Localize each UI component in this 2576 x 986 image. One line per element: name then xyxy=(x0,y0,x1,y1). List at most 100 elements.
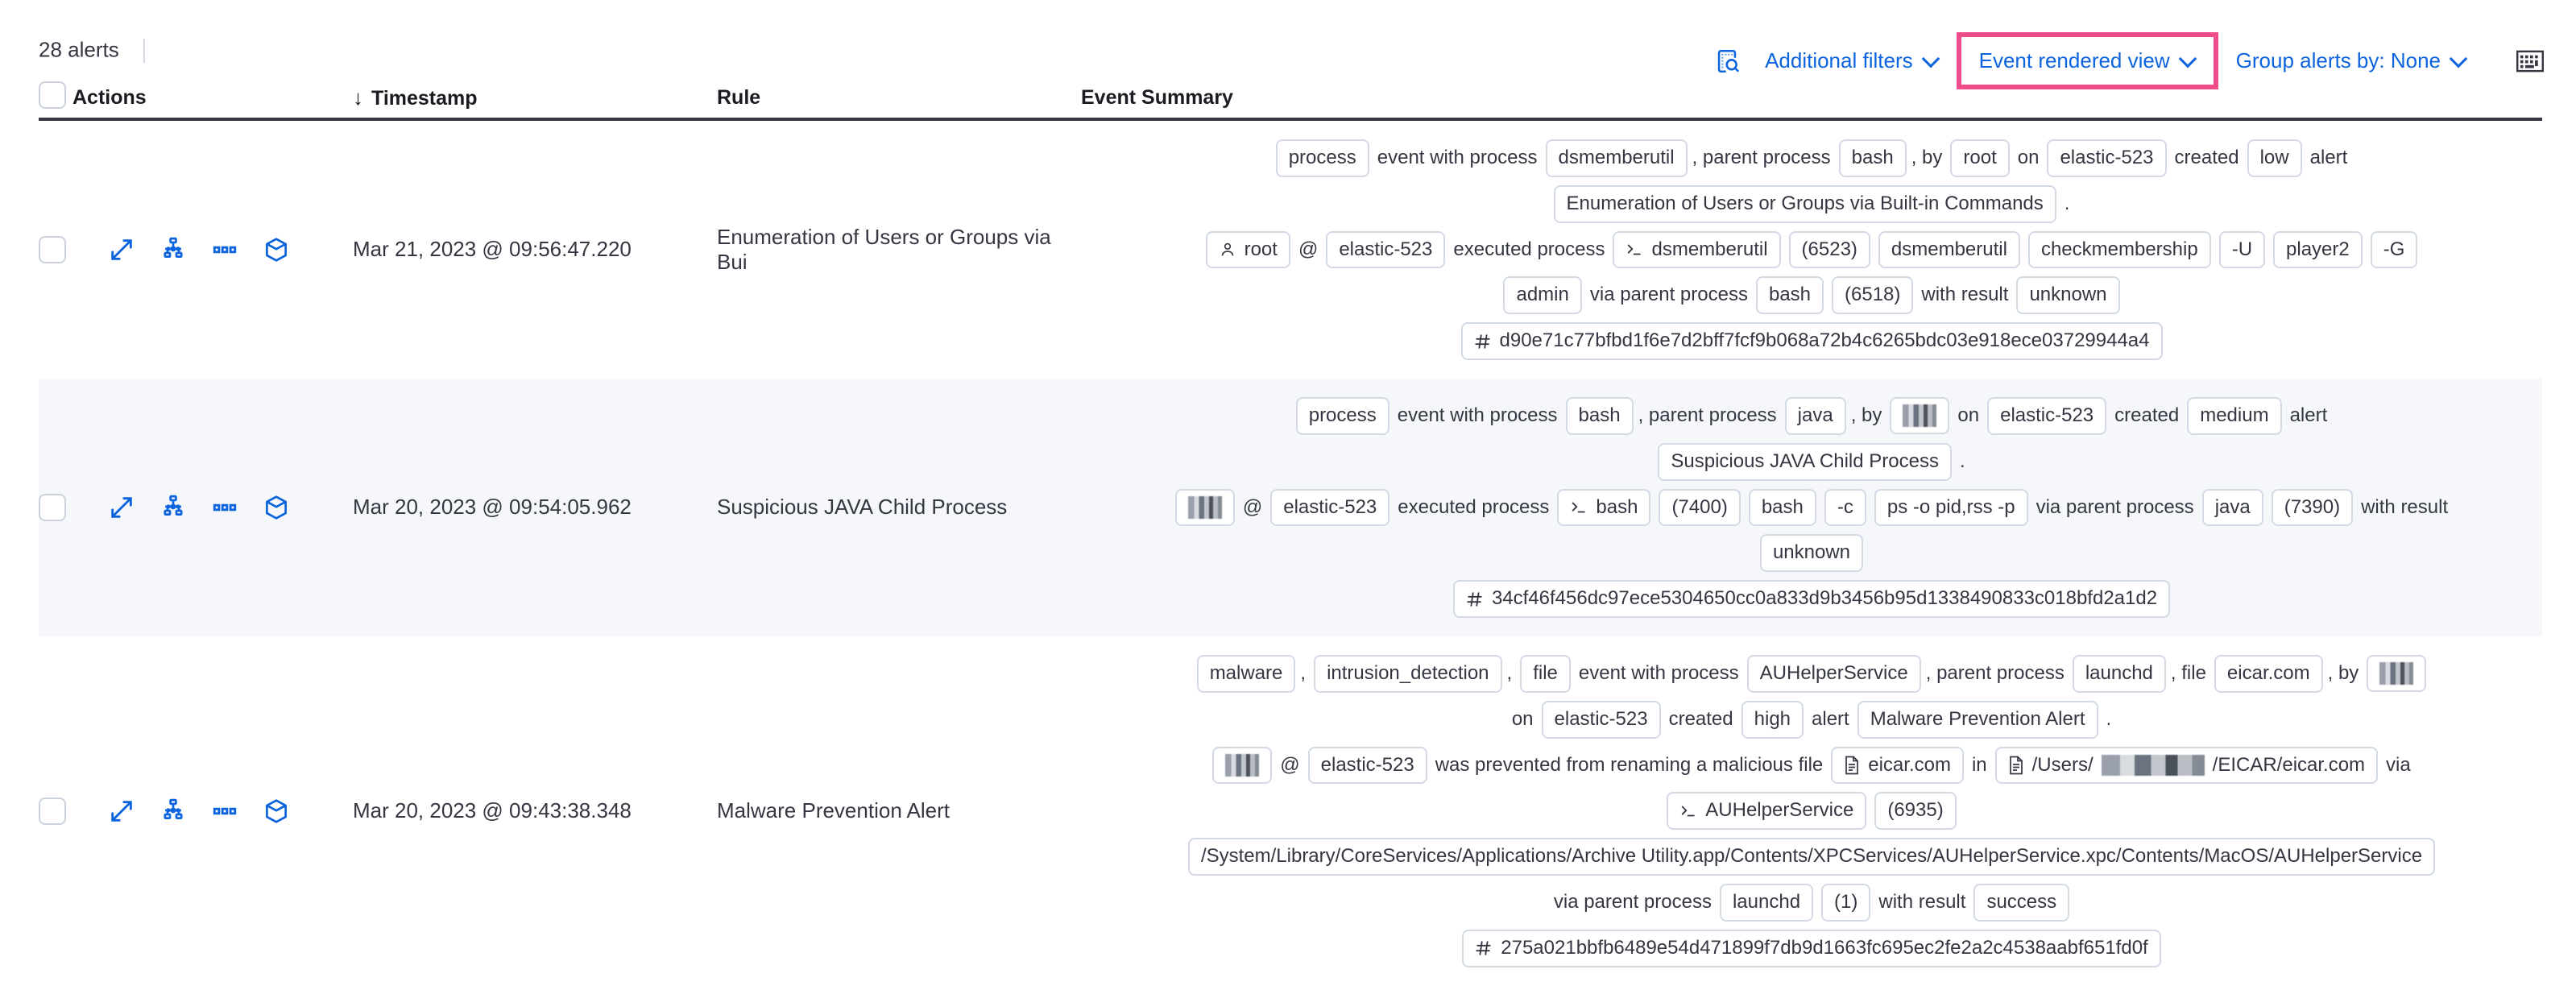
analyze-event-button[interactable] xyxy=(159,798,187,825)
chip-text: /System/Library/CoreServices/Application… xyxy=(1200,845,2423,868)
event-field-chip[interactable]: eicar.com xyxy=(1831,746,1964,785)
event-field-chip[interactable]: Suspicious JAVA Child Process xyxy=(1658,442,1952,481)
column-header-rule[interactable]: Rule xyxy=(717,85,761,109)
additional-filters-dropdown[interactable]: Additional filters xyxy=(1754,42,1950,80)
expand-button[interactable] xyxy=(108,236,135,263)
event-field-chip[interactable]: (7390) xyxy=(2271,488,2354,527)
event-field-chip[interactable]: unknown xyxy=(1759,534,1864,573)
row-select-checkbox[interactable] xyxy=(39,493,66,521)
event-field-chip[interactable]: dsmemberutil xyxy=(1545,139,1688,177)
event-field-chip[interactable]: bash xyxy=(1755,276,1824,315)
event-field-chip[interactable]: unknown xyxy=(2016,276,2120,315)
chip-text: success xyxy=(1986,890,2057,913)
row-select-checkbox[interactable] xyxy=(39,235,66,263)
expand-button[interactable] xyxy=(108,494,135,521)
event-field-chip[interactable]: -U xyxy=(2218,230,2266,269)
event-field-chip[interactable]: bash xyxy=(1565,396,1634,435)
event-field-chip[interactable] xyxy=(2367,655,2427,693)
select-all-checkbox[interactable] xyxy=(39,81,66,109)
event-field-chip[interactable]: intrusion_detection xyxy=(1314,654,1502,693)
event-field-chip[interactable]: -G xyxy=(2370,230,2418,269)
more-actions-button[interactable] xyxy=(211,236,238,263)
toolbar-divider xyxy=(143,39,145,63)
event-field-chip[interactable] xyxy=(1174,488,1235,526)
event-field-chip[interactable]: elastic-523 xyxy=(2047,139,2167,177)
event-field-chip[interactable]: /System/Library/CoreServices/Application… xyxy=(1187,838,2436,876)
event-field-chip[interactable] xyxy=(1212,746,1273,784)
event-field-chip[interactable]: bash xyxy=(1838,139,1907,177)
event-field-chip[interactable]: medium xyxy=(2187,396,2282,435)
keyboard-shortcuts-button[interactable] xyxy=(2516,50,2544,72)
event-field-chip[interactable]: Malware Prevention Alert xyxy=(1857,700,2098,739)
session-view-button[interactable] xyxy=(263,798,290,825)
event-field-chip[interactable]: 275a021bbfb6489e54d471899f7db9d1663fc695… xyxy=(1462,929,2161,967)
event-field-chip[interactable]: bash xyxy=(1557,488,1651,527)
event-field-chip[interactable]: (6523) xyxy=(1788,230,1870,269)
chip-text: high xyxy=(1754,707,1791,730)
event-summary-text: . xyxy=(1959,450,1965,472)
event-field-chip[interactable]: elastic-523 xyxy=(1307,746,1427,785)
chip-text: 275a021bbfb6489e54d471899f7db9d1663fc695… xyxy=(1501,936,2148,959)
event-field-chip[interactable]: AUHelperService xyxy=(1746,654,1921,693)
event-field-chip[interactable]: player2 xyxy=(2273,230,2363,269)
row-actions-cell xyxy=(72,798,353,825)
event-field-chip[interactable]: dsmemberutil xyxy=(1613,230,1781,269)
event-field-chip[interactable]: admin xyxy=(1503,276,1582,315)
event-field-chip[interactable]: low xyxy=(2247,139,2302,177)
group-alerts-by-dropdown[interactable]: Group alerts by: None xyxy=(2225,42,2478,80)
event-field-chip[interactable]: Enumeration of Users or Groups via Built… xyxy=(1553,184,2056,223)
event-field-chip[interactable]: success xyxy=(1973,883,2070,922)
redacted-value xyxy=(1187,495,1222,519)
event-rendered-view-dropdown[interactable]: Event rendered view xyxy=(1976,48,2199,73)
session-view-button[interactable] xyxy=(263,236,290,263)
event-field-chip[interactable]: elastic-523 xyxy=(1326,230,1446,269)
expand-icon xyxy=(108,236,135,263)
event-field-chip[interactable]: java xyxy=(2201,488,2263,527)
more-actions-button[interactable] xyxy=(211,798,238,825)
chip-text: dsmemberutil xyxy=(1651,238,1768,260)
event-field-chip[interactable]: elastic-523 xyxy=(1541,700,1661,739)
event-field-chip[interactable]: (7400) xyxy=(1659,488,1741,527)
analyze-event-button[interactable] xyxy=(159,236,187,263)
event-field-chip[interactable]: elastic-523 xyxy=(1987,396,2107,435)
event-field-chip[interactable]: /Users//EICAR/eicar.com xyxy=(1994,746,2379,785)
event-field-chip[interactable]: process xyxy=(1295,396,1389,435)
expand-button[interactable] xyxy=(108,798,135,825)
hash-icon xyxy=(1466,590,1484,608)
event-field-chip[interactable]: process xyxy=(1275,139,1369,177)
more-actions-icon xyxy=(211,236,238,263)
event-field-chip[interactable]: dsmemberutil xyxy=(1878,230,2020,269)
event-field-chip[interactable]: file xyxy=(1520,654,1571,693)
event-field-chip[interactable]: (6518) xyxy=(1832,276,1914,315)
event-field-chip[interactable]: (6935) xyxy=(1874,792,1957,831)
event-field-chip[interactable]: launchd xyxy=(1719,883,1814,922)
event-field-chip[interactable]: ps -o pid,rss -p xyxy=(1874,488,2028,527)
column-header-event-summary[interactable]: Event Summary xyxy=(1081,85,1233,109)
event-field-chip[interactable]: -c xyxy=(1824,488,1866,527)
row-select-checkbox[interactable] xyxy=(39,797,66,825)
event-field-chip[interactable]: root xyxy=(1205,230,1290,269)
event-field-chip[interactable]: AUHelperService xyxy=(1667,792,1867,831)
session-view-button[interactable] xyxy=(263,494,290,521)
event-field-chip[interactable]: eicar.com xyxy=(2214,654,2323,693)
inspect-button[interactable] xyxy=(1708,43,1754,80)
column-header-actions[interactable]: Actions xyxy=(72,85,147,109)
analyze-event-button[interactable] xyxy=(159,494,187,521)
event-field-chip[interactable]: checkmembership xyxy=(2027,230,2211,269)
event-field-chip[interactable]: bash xyxy=(1748,488,1816,527)
event-field-chip[interactable]: 34cf46f456dc97ece5304650cc0a833d9b3456b9… xyxy=(1452,580,2171,618)
column-header-timestamp[interactable]: ↓Timestamp xyxy=(353,85,717,110)
event-field-chip[interactable]: high xyxy=(1741,700,1804,739)
event-field-chip[interactable]: malware xyxy=(1196,654,1296,693)
event-field-chip[interactable] xyxy=(1890,397,1950,435)
event-field-chip[interactable]: (1) xyxy=(1821,883,1871,922)
event-field-chip[interactable]: elastic-523 xyxy=(1270,488,1390,527)
event-field-chip[interactable]: d90e71c77bfbd1f6e7d2bff7fcf9b068a72b4c62… xyxy=(1460,322,2163,360)
more-actions-button[interactable] xyxy=(211,494,238,521)
event-field-chip[interactable]: root xyxy=(1950,139,2010,177)
event-field-chip[interactable]: launchd xyxy=(2072,654,2166,693)
event-field-chip[interactable]: java xyxy=(1784,396,1846,435)
